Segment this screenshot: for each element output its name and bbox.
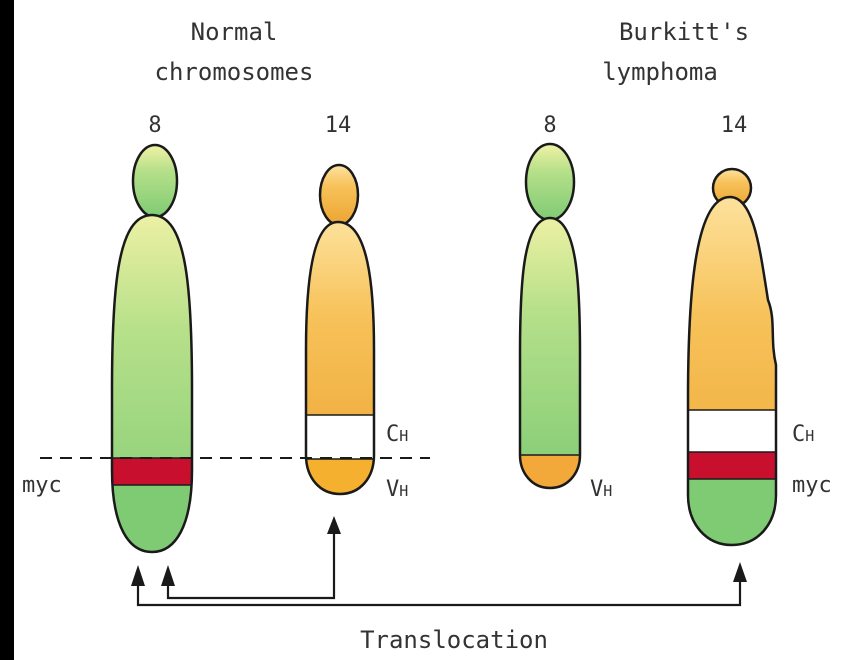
chromosome-burkitt-8-short-arm bbox=[526, 144, 574, 220]
label-translocation: Translocation bbox=[360, 626, 548, 654]
heading-burkitt-line2: lymphoma bbox=[602, 58, 718, 86]
ch-region-normal bbox=[300, 415, 380, 459]
myc-band-burkitt bbox=[680, 452, 790, 479]
label-vh-burkitt-main: V bbox=[590, 477, 603, 502]
label-myc-right: myc bbox=[792, 473, 832, 498]
label-vh-normal-main: V bbox=[386, 477, 399, 502]
heading-burkitt-line1: Burkitt's bbox=[619, 18, 749, 46]
label-ch-burkitt-sub: H bbox=[805, 427, 814, 445]
chromosome-normal-8-short-arm bbox=[133, 145, 177, 217]
label-ch-normal-sub: H bbox=[399, 427, 408, 445]
number-burkitt-14: 14 bbox=[721, 113, 748, 138]
chromosome-normal-14-short-arm bbox=[320, 165, 358, 225]
label-vh-burkitt-sub: H bbox=[603, 482, 612, 500]
number-normal-8: 8 bbox=[148, 113, 161, 138]
number-normal-14: 14 bbox=[325, 113, 352, 138]
ch-region-burkitt bbox=[680, 410, 790, 452]
heading-normal-line2: chromosomes bbox=[155, 58, 314, 86]
label-myc-left: myc bbox=[22, 473, 62, 498]
heading-normal-line1: Normal bbox=[191, 18, 278, 46]
label-vh-normal-sub: H bbox=[399, 482, 408, 500]
number-burkitt-8: 8 bbox=[543, 113, 556, 138]
label-ch-normal-main: C bbox=[386, 422, 399, 447]
label-ch-burkitt-main: C bbox=[792, 422, 805, 447]
